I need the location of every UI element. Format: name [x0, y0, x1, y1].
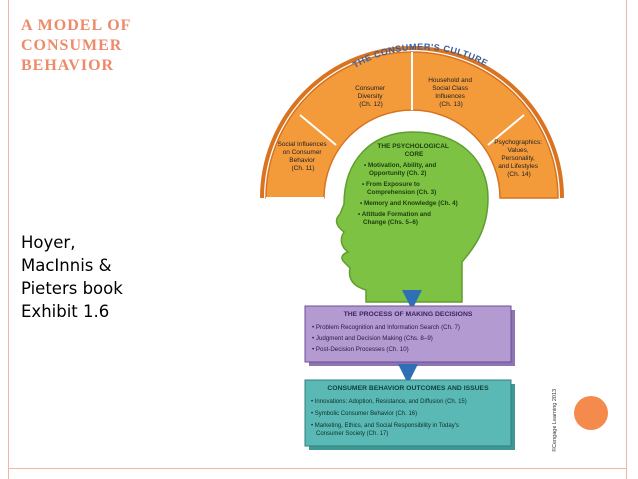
- culture-segment-consumer-diversity: Consumer Diversity (Ch. 12): [355, 85, 387, 108]
- slide-frame-left: [8, 0, 9, 479]
- culture-arch: [260, 46, 564, 199]
- culture-segment-social-influences: Social Influences on Consumer Behavior (…: [278, 141, 329, 172]
- arch-outer-rim: [260, 46, 564, 199]
- outcomes-item: • Symbolic Consumer Behavior (Ch. 16): [311, 411, 417, 417]
- slide-title-line: BEHAVIOR: [21, 57, 115, 74]
- slide-title: A MODEL OF CONSUMER BEHAVIOR: [21, 16, 191, 76]
- arch-divider: [299, 114, 337, 146]
- copyright-notice: ©Cengage Learning 2013: [551, 389, 558, 452]
- decisions-box-body: [304, 305, 512, 363]
- core-title: THE PSYCHOLOGICAL CORE: [377, 143, 450, 158]
- core-item-motivation: • Motivation, Ability, and Opportunity (…: [364, 162, 438, 177]
- caption-line: MacInnis &: [21, 256, 112, 275]
- source-caption: Hoyer, MacInnis & Pieters book Exhibit 1…: [21, 231, 191, 323]
- caption-line: Pieters book: [21, 279, 123, 298]
- arch-divider: [487, 114, 525, 146]
- decisions-item: • Judgment and Decision Making (Chs. 8–9…: [312, 335, 433, 342]
- decisions-title: THE PROCESS OF MAKING DECISIONS: [344, 311, 473, 318]
- outcomes-item: • Marketing, Ethics, and Social Responsi…: [311, 423, 461, 437]
- slide-title-line: A MODEL OF: [21, 17, 132, 34]
- decisions-item: • Problem Recognition and Information Se…: [312, 324, 460, 331]
- outcomes-box-body: [304, 379, 512, 447]
- arch-band: [265, 51, 559, 199]
- slide-frame-bottom: [8, 468, 627, 469]
- decisions-box: [304, 305, 515, 366]
- caption-line: Exhibit 1.6: [21, 302, 110, 321]
- caption-line: Hoyer,: [21, 233, 76, 252]
- slide-frame-right: [626, 0, 627, 479]
- culture-segment-household-social-class: Household and Social Class Influences (C…: [428, 77, 474, 108]
- core-item-exposure: • From Exposure to Comprehension (Ch. 3): [362, 181, 436, 196]
- outcomes-box: [304, 379, 515, 450]
- outcomes-title: CONSUMER BEHAVIOR OUTCOMES AND ISSUES: [327, 385, 489, 392]
- decorative-circle: [574, 396, 608, 430]
- decisions-item: • Post-Decision Processes (Ch. 10): [312, 346, 409, 353]
- psychological-core-head: [335, 131, 489, 303]
- core-item-attitude: • Attitude Formation and Change (Chs. 5–…: [358, 211, 433, 226]
- culture-segment-psychographics: Psychographics: Values, Personality, and…: [494, 139, 544, 178]
- slide-title-line: CONSUMER: [21, 37, 123, 54]
- outcomes-item: • Innovations: Adoption, Resistance, and…: [311, 399, 467, 405]
- core-item-memory: • Memory and Knowledge (Ch. 4): [360, 200, 458, 207]
